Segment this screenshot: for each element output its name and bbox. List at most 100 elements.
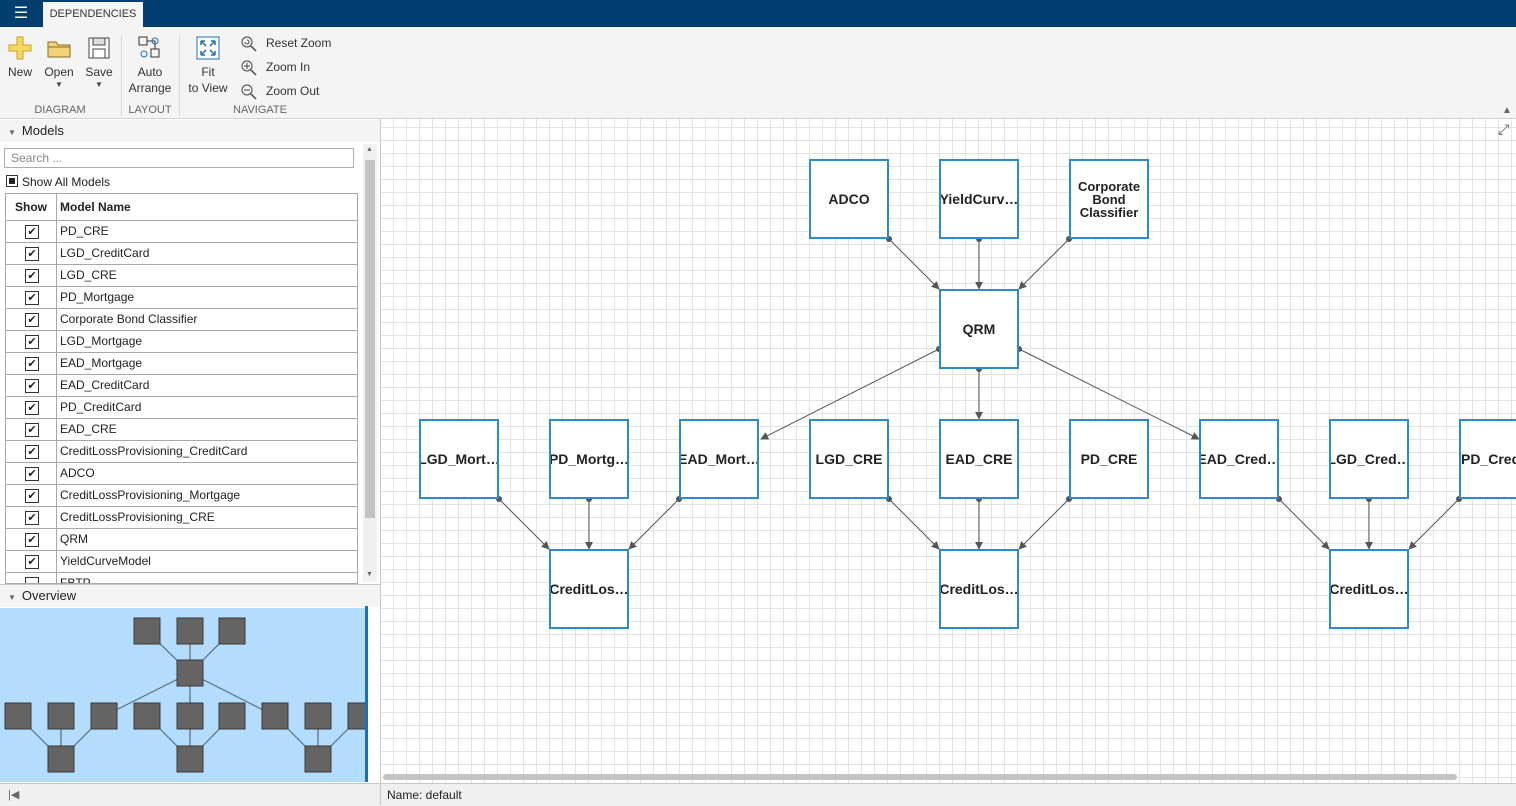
show-cell: ✔ — [6, 441, 57, 462]
expand-canvas-icon[interactable]: ⤢ — [1498, 121, 1510, 137]
node-lgd-cre[interactable]: LGD_CRE — [809, 419, 889, 499]
table-row[interactable]: ✔ Corporate Bond Classifier — [6, 309, 357, 331]
table-row[interactable]: ✔ADCO — [6, 463, 357, 485]
overview-node — [176, 659, 204, 687]
scroll-down-icon[interactable]: ▼ — [366, 571, 373, 578]
show-cell: ✔ — [6, 309, 57, 330]
col-show-header[interactable]: Show — [6, 194, 57, 220]
show-checkbox[interactable]: ✔ — [25, 401, 39, 415]
node-ead-mortgage[interactable]: EAD_Mort… — [679, 419, 759, 499]
collapse-left-icon[interactable]: |◀ — [8, 789, 20, 801]
node-creditlossprovisioning-creditcard[interactable]: CreditLos… — [1329, 549, 1409, 629]
open-button[interactable]: Open ▼ — [40, 35, 78, 90]
overview-viewport-edge[interactable] — [365, 606, 368, 782]
search-input[interactable] — [4, 148, 354, 168]
show-checkbox[interactable]: ✔ — [25, 489, 39, 503]
node-lgd-mortgage[interactable]: LGD_Mort… — [419, 419, 499, 499]
show-checkbox[interactable]: ✔ — [25, 269, 39, 283]
table-row[interactable]: ✔EAD_CRE — [6, 419, 357, 441]
node-lgd-creditcard[interactable]: LGD_Cred… — [1329, 419, 1409, 499]
model-name-cell: LGD_Mortgage — [60, 334, 143, 348]
edge-pdcre-clp — [1018, 498, 1070, 550]
show-checkbox[interactable]: ✔ — [25, 291, 39, 305]
collapse-triangle-icon: ▼ — [8, 128, 16, 137]
table-row[interactable]: ✔CreditLossProvisioning_CRE — [6, 507, 357, 529]
table-row[interactable]: ✔PD_CreditCard — [6, 397, 357, 419]
show-cell: ✔ — [6, 287, 57, 308]
node-ead-creditcard[interactable]: EAD_Cred… — [1199, 419, 1279, 499]
open-dropdown-icon[interactable]: ▼ — [55, 80, 63, 89]
show-checkbox[interactable]: ✔ — [25, 379, 39, 393]
zoom-out-button[interactable]: Zoom Out — [240, 82, 319, 102]
table-row[interactable]: FBTP — [6, 573, 357, 583]
overview-node — [176, 702, 204, 730]
show-all-models-checkbox[interactable]: Show All Models — [6, 175, 110, 189]
table-row[interactable]: ✔PD_CRE — [6, 221, 357, 243]
to-view-label: to View — [188, 81, 228, 95]
overview-node — [47, 702, 75, 730]
fit-to-view-button[interactable]: Fit to View — [184, 35, 232, 96]
table-row[interactable]: ✔QRM — [6, 529, 357, 551]
save-label: Save — [85, 65, 113, 79]
show-checkbox[interactable]: ✔ — [25, 423, 39, 437]
node-qrm[interactable]: QRM — [939, 289, 1019, 369]
table-row[interactable]: ✔LGD_CreditCard — [6, 243, 357, 265]
show-checkbox[interactable]: ✔ — [25, 313, 39, 327]
show-checkbox[interactable]: ✔ — [25, 247, 39, 261]
edge-eadmort-clp — [628, 498, 680, 550]
show-checkbox[interactable]: ✔ — [25, 467, 39, 481]
table-row[interactable]: ✔YieldCurveModel — [6, 551, 357, 573]
show-cell: ✔ — [6, 463, 57, 484]
tab-dependencies[interactable]: DEPENDENCIES — [43, 2, 143, 27]
node-pd-creditcard[interactable]: PD_Cred — [1459, 419, 1516, 499]
table-row[interactable]: ✔EAD_Mortgage — [6, 353, 357, 375]
node-creditlossprovisioning-mortgage[interactable]: CreditLos… — [549, 549, 629, 629]
node-pd-mortgage[interactable]: PD_Mortg… — [549, 419, 629, 499]
save-button[interactable]: Save ▼ — [82, 35, 116, 90]
show-checkbox[interactable]: ✔ — [25, 511, 39, 525]
node-yieldcurvemodel[interactable]: YieldCurv… — [939, 159, 1019, 239]
table-row[interactable]: ✔ CreditLossProvisioning_Mortgage — [6, 485, 357, 507]
scroll-up-icon[interactable]: ▲ — [366, 146, 373, 153]
dependency-diagram-canvas[interactable]: ADCO YieldCurv… Corporate Bond Classifie… — [381, 119, 1516, 783]
show-checkbox[interactable] — [25, 577, 39, 583]
models-table: Show Model Name ✔PD_CRE✔LGD_CreditCard✔L… — [5, 193, 358, 584]
table-row[interactable]: ✔LGD_CRE — [6, 265, 357, 287]
new-button[interactable]: New — [4, 35, 36, 80]
show-cell: ✔ — [6, 397, 57, 418]
show-checkbox[interactable]: ✔ — [25, 555, 39, 569]
node-ead-cre[interactable]: EAD_CRE — [939, 419, 1019, 499]
table-row[interactable]: ✔EAD_CreditCard — [6, 375, 357, 397]
edge-eadcred-clp — [1278, 498, 1330, 550]
models-panel-header[interactable]: ▼Models — [0, 120, 380, 142]
collapse-ribbon-icon[interactable]: ▲ — [1502, 105, 1512, 116]
canvas-horizontal-scrollbar[interactable] — [383, 774, 1457, 780]
node-pd-cre[interactable]: PD_CRE — [1069, 419, 1149, 499]
reset-zoom-button[interactable]: Reset Zoom — [240, 34, 331, 54]
show-checkbox[interactable]: ✔ — [25, 445, 39, 459]
table-row[interactable]: ✔ LGD_Mortgage — [6, 331, 357, 353]
overview-panel-header[interactable]: ▼Overview — [0, 584, 380, 607]
node-corporate-bond-classifier[interactable]: Corporate Bond Classifier — [1069, 159, 1149, 239]
show-checkbox[interactable]: ✔ — [25, 225, 39, 239]
table-row[interactable]: ✔PD_Mortgage — [6, 287, 357, 309]
model-name-cell: CreditLossProvisioning_Mortgage — [60, 488, 241, 502]
collapse-triangle-icon: ▼ — [8, 593, 16, 602]
hamburger-menu-icon[interactable]: ☰ — [13, 5, 29, 22]
overview-minimap[interactable] — [0, 608, 375, 782]
node-creditlossprovisioning-cre[interactable]: CreditLos… — [939, 549, 1019, 629]
show-checkbox[interactable]: ✔ — [25, 335, 39, 349]
auto-arrange-icon — [138, 36, 160, 58]
col-name-header[interactable]: Model Name — [60, 200, 131, 214]
model-name-cell: Corporate Bond Classifier — [60, 312, 198, 326]
save-dropdown-icon[interactable]: ▼ — [95, 80, 103, 89]
show-checkbox[interactable]: ✔ — [25, 533, 39, 547]
zoom-in-button[interactable]: Zoom In — [240, 58, 310, 78]
auto-arrange-button[interactable]: Auto Arrange — [126, 35, 174, 96]
node-adco[interactable]: ADCO — [809, 159, 889, 239]
models-scrollbar-thumb[interactable] — [365, 160, 375, 518]
show-checkbox[interactable]: ✔ — [25, 357, 39, 371]
open-label: Open — [44, 65, 74, 79]
model-name-cell: CreditLossProvisioning_CreditCard — [60, 444, 248, 458]
table-row[interactable]: ✔ CreditLossProvisioning_CreditCard — [6, 441, 357, 463]
